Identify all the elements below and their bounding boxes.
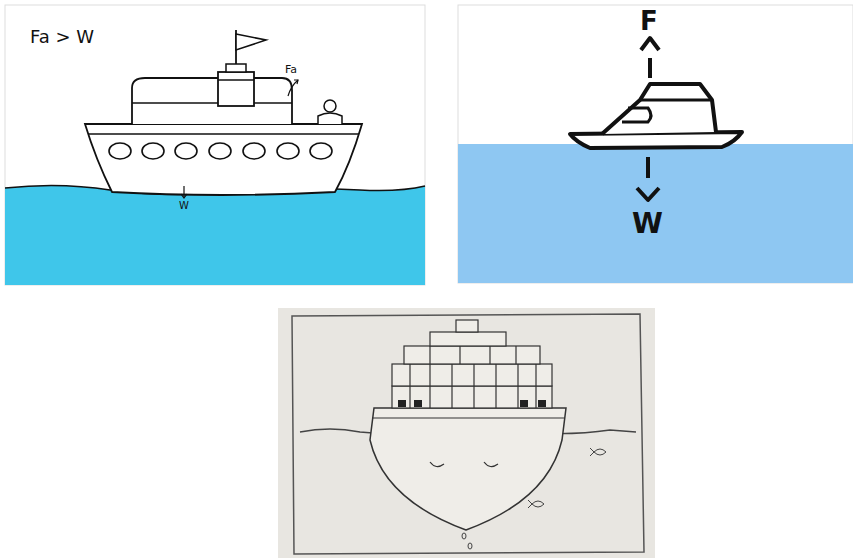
force-label: Fa	[285, 64, 297, 75]
force-label: W	[632, 210, 663, 238]
panel-two	[458, 5, 853, 283]
panel-three	[278, 308, 655, 558]
force-label: F	[640, 8, 658, 34]
panel-one	[5, 5, 425, 285]
force-label: Fa > W	[30, 28, 94, 46]
force-label: W	[179, 201, 189, 211]
